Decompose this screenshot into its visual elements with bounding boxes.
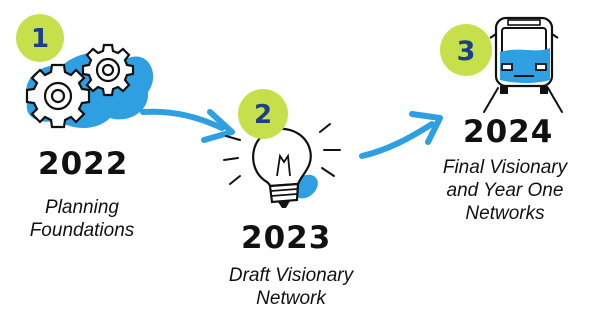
- caption-draft-visionary-network: Draft Visionary Network: [199, 264, 383, 310]
- step-badge-3: 3: [440, 24, 492, 76]
- caption-2-line-2: Network: [256, 288, 326, 309]
- arrow-2-to-3: [359, 111, 443, 159]
- step-badge-1: 1: [16, 14, 64, 62]
- gears-icon: [25, 43, 154, 129]
- arrow-1-to-2: [140, 108, 235, 143]
- caption-3-line-1: Final Visionary: [442, 157, 568, 178]
- step-number-2: 2: [254, 100, 272, 130]
- caption-final-visionary-networks: Final Visionary and Year One Networks: [420, 156, 590, 225]
- bus-icon: [483, 16, 563, 113]
- step-number-1: 1: [31, 24, 49, 54]
- year-2022: 2022: [38, 146, 129, 182]
- year-2024: 2024: [463, 114, 554, 150]
- caption-2-line-1: Draft Visionary: [228, 265, 354, 286]
- year-2023: 2023: [241, 220, 332, 256]
- step-number-3: 3: [457, 36, 476, 67]
- caption-1-line-1: Planning: [45, 197, 119, 218]
- caption-3-line-2: and Year One: [446, 180, 564, 201]
- caption-1-line-2: Foundations: [29, 220, 135, 241]
- lightbulb-icon: [223, 123, 341, 208]
- caption-planning-foundations: Planning Foundations: [14, 196, 150, 242]
- step-badge-2: 2: [238, 89, 288, 139]
- caption-3-line-3: Networks: [465, 203, 545, 224]
